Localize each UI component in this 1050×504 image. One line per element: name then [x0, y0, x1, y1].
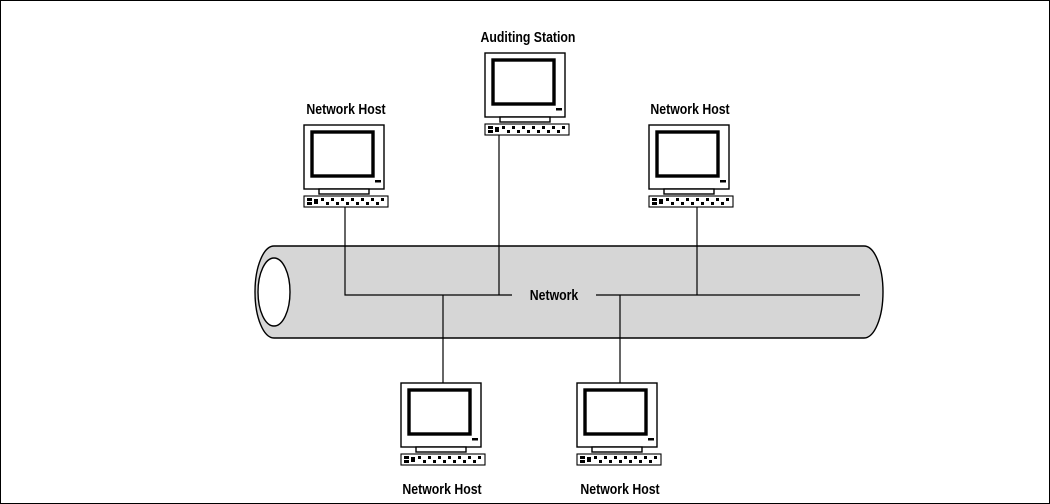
network-host-top-left-node: Network Host [303, 101, 389, 209]
network-label-background [512, 283, 596, 305]
computer-icon [303, 124, 389, 209]
network-host-label: Network Host [402, 481, 482, 497]
cylinder-opening [257, 257, 291, 327]
computer-icon [400, 382, 486, 467]
auditing-station-node: Auditing Station [481, 29, 576, 137]
network-label: Network [530, 287, 579, 303]
network-host-label: Network Host [580, 481, 660, 497]
computer-icon [648, 124, 734, 209]
network-host-bottom-right-node: Network Host [576, 382, 662, 497]
network-wires [344, 131, 860, 383]
computer-icon [484, 52, 570, 137]
network-host-label: Network Host [650, 101, 730, 117]
auditing-station-label: Auditing Station [481, 29, 576, 45]
network-host-bottom-left-node: Network Host [400, 382, 486, 497]
computer-icon [576, 382, 662, 467]
network-host-top-right-node: Network Host [648, 101, 734, 209]
network-host-label: Network Host [306, 101, 386, 117]
